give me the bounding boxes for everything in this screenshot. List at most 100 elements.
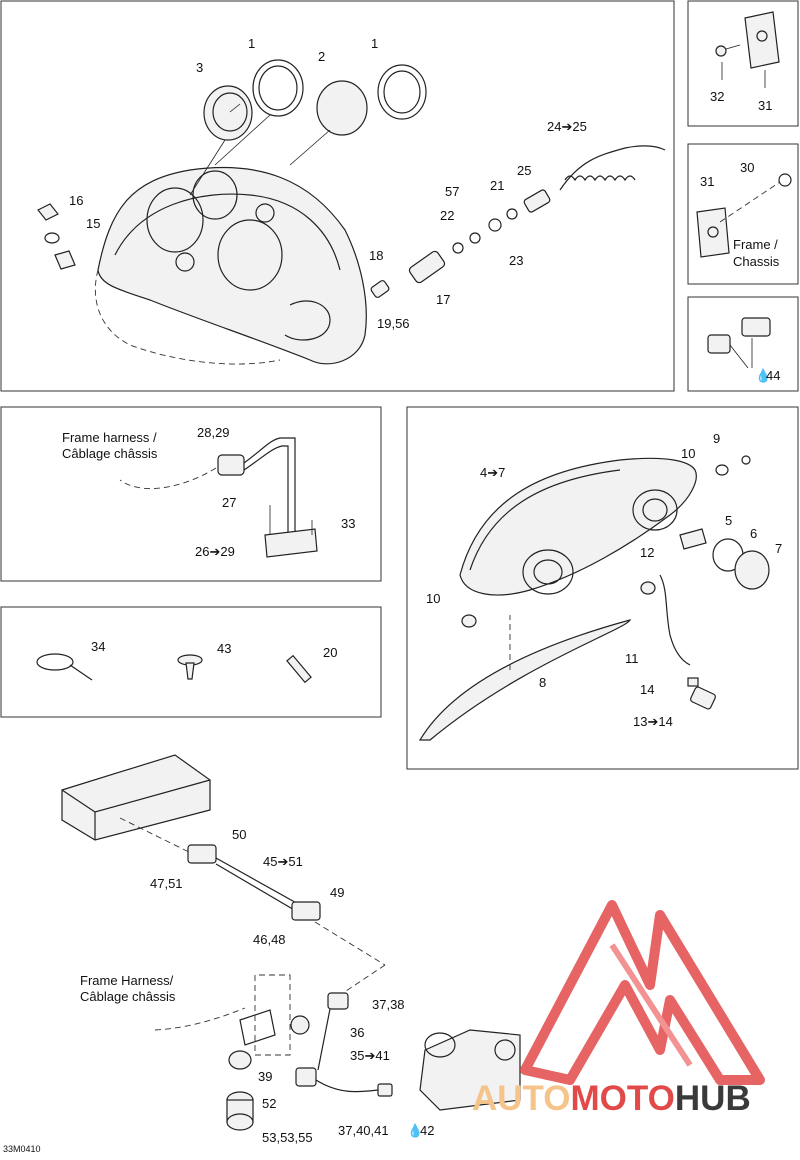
label-15: 15 — [86, 216, 100, 231]
connector-44 — [707, 317, 771, 354]
watermark-hub: HUB — [675, 1079, 751, 1118]
label-3: 3 — [196, 60, 203, 75]
label-49: 49 — [330, 885, 344, 900]
grommet-12 — [640, 581, 656, 595]
label-21: 21 — [490, 178, 504, 193]
label-22: 22 — [440, 208, 454, 223]
ecu-module — [61, 754, 211, 841]
instrument-housing — [94, 166, 367, 365]
label-23: 23 — [509, 253, 523, 268]
label-26-29: 26➔29 — [195, 544, 235, 559]
washer-23 — [488, 218, 502, 232]
label-35-41: 35➔41 — [350, 1048, 390, 1063]
connector-46-48 — [291, 901, 321, 921]
label-6: 6 — [750, 526, 757, 541]
trim-8 — [418, 619, 632, 741]
connector-42 — [377, 1083, 393, 1097]
leader-gauge-2 — [289, 129, 331, 166]
label-2: 2 — [318, 49, 325, 64]
label-31a: 31 — [758, 98, 772, 113]
bulb-18 — [370, 280, 390, 298]
label-57: 57 — [445, 184, 459, 199]
frame-clip-31 — [696, 207, 730, 258]
pump-module — [419, 1029, 521, 1111]
label-30: 30 — [740, 160, 754, 175]
label-7: 7 — [775, 541, 782, 556]
label-45-51: 45➔51 — [263, 854, 303, 869]
wire-to-42 — [315, 1079, 379, 1093]
label-33: 33 — [341, 516, 355, 531]
label-53-55: 53,53,55 — [262, 1130, 313, 1145]
socket-17 — [408, 250, 446, 284]
label-frame-1: Frame / — [733, 237, 778, 252]
leader-gauge-3 — [189, 139, 226, 196]
connector-13-14 — [687, 677, 716, 710]
connector-25 — [523, 189, 551, 213]
grommet-10a — [461, 614, 477, 628]
push-rivet-43 — [177, 654, 203, 680]
wire-35-41 — [317, 1008, 331, 1071]
drop-icon-44: 💧 — [755, 368, 771, 383]
label-36: 36 — [350, 1025, 364, 1040]
label-42: 42 — [420, 1123, 434, 1138]
label-11: 11 — [625, 651, 639, 666]
connector-37-40-41 — [295, 1067, 317, 1087]
label-47-51: 47,51 — [150, 876, 183, 891]
label-24-25: 24➔25 — [547, 119, 587, 134]
label-37-38: 37,38 — [372, 997, 405, 1012]
label-19-56: 19,56 — [377, 316, 410, 331]
nut-30 — [778, 173, 792, 187]
automotohub-logo — [520, 900, 765, 1085]
label-18: 18 — [369, 248, 383, 263]
label-32: 32 — [710, 89, 724, 104]
label-17: 17 — [436, 292, 450, 307]
tube-11 — [659, 574, 691, 666]
block-26-29 — [264, 528, 318, 558]
gauge-cluster-box — [0, 0, 675, 392]
headlight-box — [406, 406, 799, 770]
label-9: 9 — [713, 431, 720, 446]
headlight-housing-4-7 — [459, 457, 697, 596]
clip-31 — [744, 11, 780, 69]
screw-9 — [741, 455, 751, 465]
label-frame-harness-2: Frame Harness/ — [80, 973, 174, 988]
harness-frame-stub — [228, 974, 310, 1070]
label-20: 20 — [323, 645, 337, 660]
harness-dash-2 — [314, 921, 386, 966]
cable-tie-34 — [36, 653, 93, 681]
clip-box — [687, 0, 799, 127]
label-12: 12 — [640, 545, 654, 560]
frame-clip-box — [687, 143, 799, 285]
label-chassis-harness-1: Câblage châssis — [62, 446, 158, 461]
label-16: 16 — [69, 193, 83, 208]
gauge-ring-1b — [377, 64, 427, 120]
frame-harness-box — [0, 406, 382, 582]
washer-57 — [469, 232, 481, 244]
gauge-lens-2 — [316, 80, 368, 136]
harness-27 — [217, 437, 296, 540]
harness-45-51 — [215, 857, 301, 906]
watermark-auto: AUTO — [472, 1079, 571, 1118]
label-5: 5 — [725, 513, 732, 528]
label-50: 50 — [232, 827, 246, 842]
screw-32 — [715, 44, 741, 57]
bulb-5 — [679, 528, 707, 550]
label-4-7: 4➔7 — [480, 465, 505, 480]
label-1a: 1 — [248, 36, 255, 51]
leader-gauge-1a — [214, 114, 271, 166]
spacer-20 — [286, 654, 312, 684]
washer-22 — [452, 242, 464, 254]
label-13-14: 13➔14 — [633, 714, 673, 729]
label-chassis-1: Chassis — [733, 254, 780, 269]
label-43: 43 — [217, 641, 231, 656]
label-28-29: 28,29 — [197, 425, 230, 440]
nut-10b — [715, 464, 729, 476]
connector-box — [687, 296, 799, 392]
label-10b: 10 — [681, 446, 695, 461]
label-31b: 31 — [700, 174, 714, 189]
connector-37-38 — [327, 992, 349, 1010]
gauge-3 — [203, 85, 253, 141]
label-27: 27 — [222, 495, 236, 510]
clip-16 — [37, 203, 59, 221]
